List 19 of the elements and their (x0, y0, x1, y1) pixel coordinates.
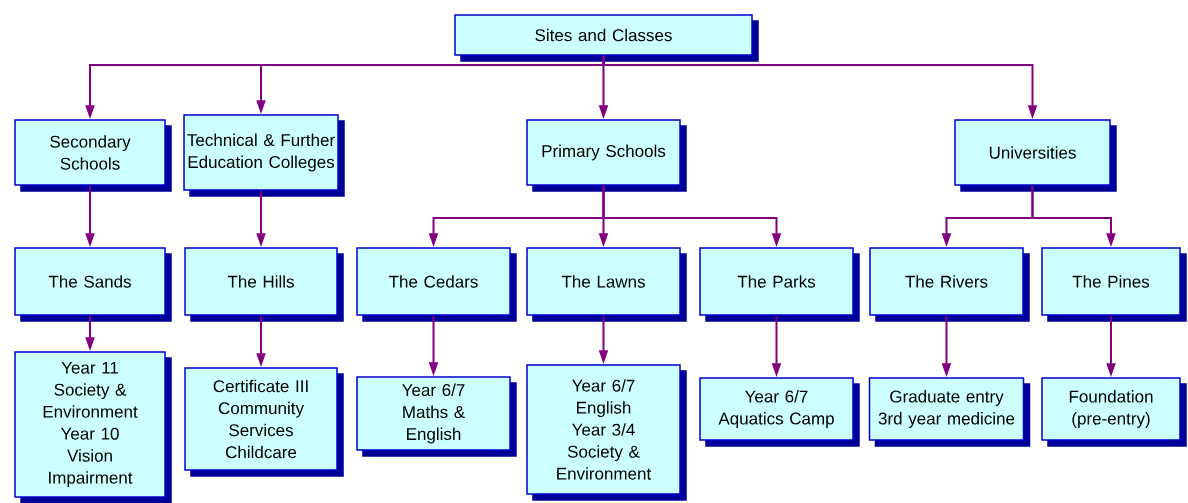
class-box: Universities (954, 119, 1117, 192)
class-box: The Lawns (526, 247, 687, 322)
class-box: Foundation (pre-entry) (1041, 377, 1187, 447)
class-box: The Cedars (356, 247, 517, 322)
class-box: Certificate III Community Services Childcare (184, 367, 344, 477)
class-box: Primary Schools (526, 119, 687, 192)
class-box: Graduate entry 3rd year medicine (868, 377, 1031, 447)
class-box: The Sands (14, 247, 172, 322)
class-box: The Rivers (869, 247, 1030, 322)
class-box: Year 11 Society & Environment Year 10 Vision Impairment (14, 351, 172, 503)
class-box: Technical & Further Education Colleges (183, 114, 345, 197)
class-box: The Pines (1041, 247, 1187, 322)
class-box: Year 6/7 English Year 3/4 Society & Environment (526, 364, 687, 501)
class-box: Secondary Schools (14, 119, 172, 192)
class-box: Year 6/7 Maths & English (356, 376, 517, 457)
class-box: Sites and Classes (454, 14, 759, 62)
class-box: The Parks (699, 247, 860, 322)
class-box: Year 6/7 Aquatics Camp (699, 377, 860, 447)
class-box: The Hills (184, 247, 344, 322)
